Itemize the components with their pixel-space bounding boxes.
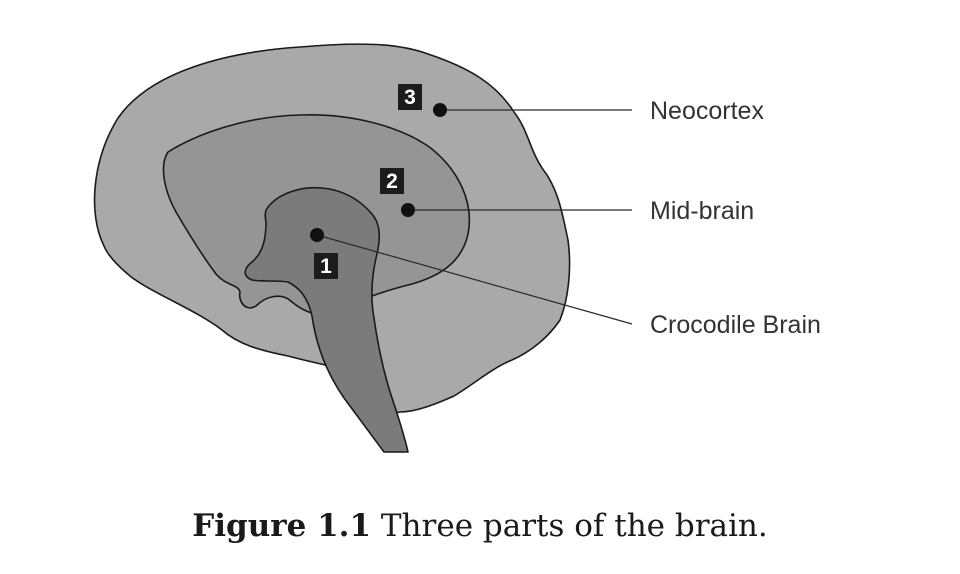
neocortex-marker-dot-icon — [433, 103, 447, 117]
midbrain-label: Mid-brain — [650, 197, 754, 225]
neocortex-number-badge: 3 — [398, 84, 422, 110]
midbrain-marker-dot-icon — [401, 203, 415, 217]
midbrain-number: 2 — [386, 170, 398, 193]
crocodile-number: 1 — [320, 255, 332, 278]
neocortex-number: 3 — [404, 86, 416, 109]
leader-line-crocodile — [316, 234, 633, 325]
figure-number: Figure 1.1 — [192, 508, 372, 544]
figure-caption: Figure 1.1 Three parts of the brain. — [0, 508, 960, 544]
figure-caption-text: Three parts of the brain. — [371, 508, 768, 544]
crocodile-brain-region — [244, 186, 409, 453]
neocortex-label: Neocortex — [650, 97, 764, 125]
midbrain-number-badge: 2 — [380, 168, 404, 194]
crocodile-number-badge: 1 — [314, 253, 338, 279]
crocodile-brain-label: Crocodile Brain — [650, 311, 821, 339]
crocodile-marker-dot-icon — [310, 228, 324, 242]
